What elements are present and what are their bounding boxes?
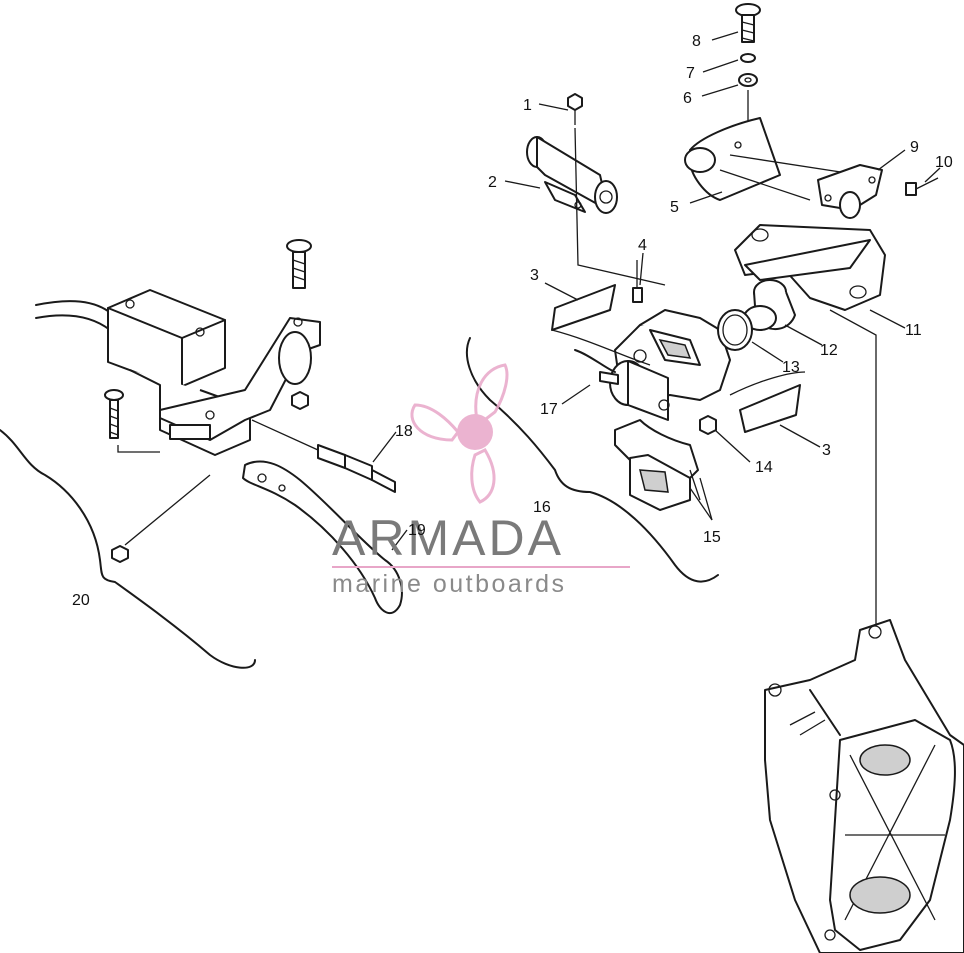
left-screw xyxy=(104,389,124,439)
callout-9[interactable]: 9 xyxy=(910,139,919,156)
callout-15[interactable]: 15 xyxy=(703,529,721,546)
clamp-screw xyxy=(286,239,312,289)
pivot-pin-shape xyxy=(251,419,396,493)
propeller-logo-icon xyxy=(410,363,509,504)
callout-18[interactable]: 18 xyxy=(395,423,413,440)
watermark: ARMADA marine outboards xyxy=(332,363,630,598)
callout-16[interactable]: 16 xyxy=(533,499,551,516)
callout-14[interactable]: 14 xyxy=(755,459,773,476)
callout-1[interactable]: 1 xyxy=(523,97,532,114)
callout-6[interactable]: 6 xyxy=(683,90,692,107)
callout-4[interactable]: 4 xyxy=(638,237,647,254)
callout-13[interactable]: 13 xyxy=(782,359,800,376)
callout-10[interactable]: 10 xyxy=(935,154,953,171)
watermark-divider xyxy=(332,566,630,568)
brake-lever-shape xyxy=(242,460,403,615)
callout-20[interactable]: 20 xyxy=(72,592,90,609)
callout-2[interactable]: 2 xyxy=(488,174,497,191)
watermark-tagline: marine outboards xyxy=(332,570,567,598)
callout-labels: 1 2 3 4 5 6 7 8 9 10 11 12 13 14 15 16 1… xyxy=(72,33,953,609)
leader-lines xyxy=(372,31,941,551)
callout-19[interactable]: 19 xyxy=(408,522,426,539)
callout-12[interactable]: 12 xyxy=(820,342,838,359)
brake-line-fitting-shape xyxy=(526,136,618,214)
callout-8[interactable]: 8 xyxy=(692,33,701,50)
caliper-group xyxy=(465,93,806,583)
master-cylinder-group xyxy=(0,239,403,669)
callout-7[interactable]: 7 xyxy=(686,65,695,82)
bolt-shape xyxy=(735,3,761,43)
callout-3-bottom[interactable]: 3 xyxy=(822,442,831,459)
callout-11[interactable]: 11 xyxy=(905,322,922,339)
callout-3-top[interactable]: 3 xyxy=(530,267,539,284)
mounting-group xyxy=(684,3,939,625)
small-screw-top xyxy=(567,93,583,125)
watermark-brand: ARMADA xyxy=(332,510,564,566)
callout-5[interactable]: 5 xyxy=(670,199,679,216)
callout-17[interactable]: 17 xyxy=(540,401,558,418)
housing-group xyxy=(764,619,964,953)
